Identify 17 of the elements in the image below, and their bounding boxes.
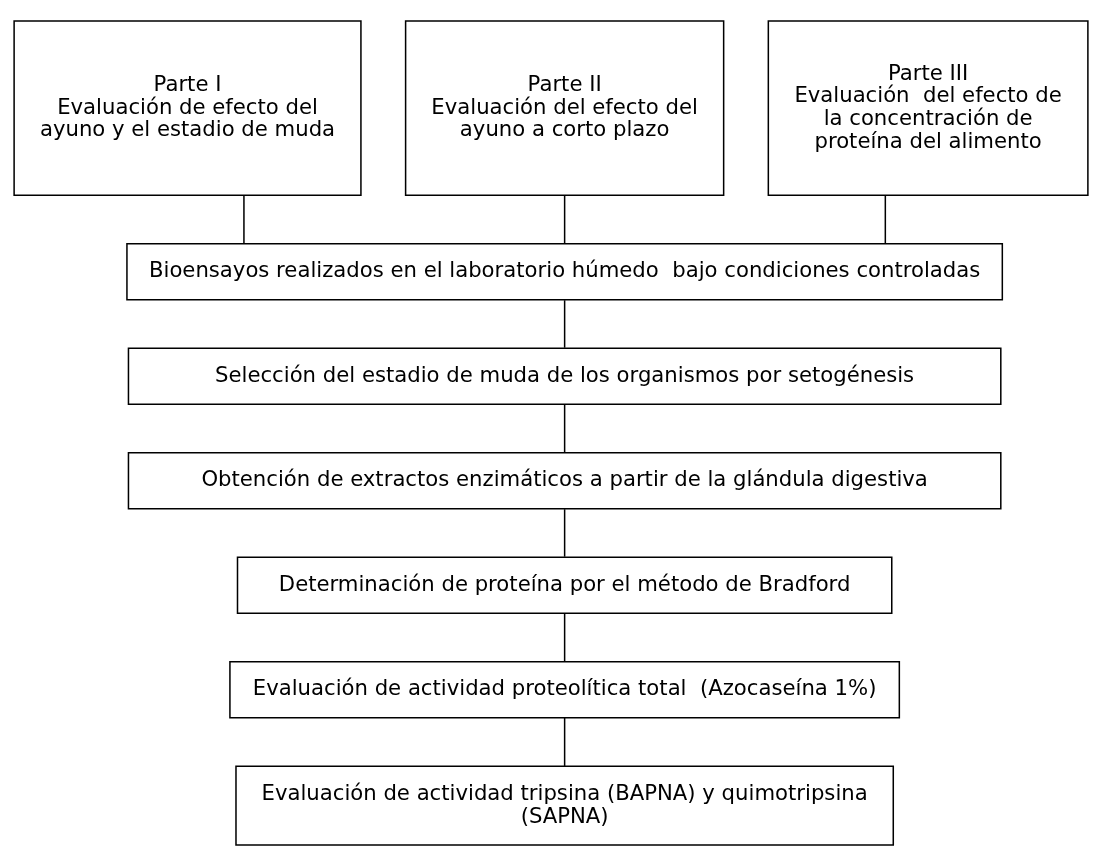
node-box: Determinación de proteína por el método de Bradford	[236, 555, 893, 614]
connector	[563, 403, 566, 453]
connector	[563, 716, 566, 767]
connector	[563, 508, 566, 557]
connector	[243, 194, 245, 244]
node-box: Parte II Evaluación del efecto del ayuno a corto plazo	[404, 19, 725, 196]
node-box: Evaluación de actividad proteolítica total (Azocaseína 1%)	[229, 660, 901, 718]
node-box: Obtención de extractos enzimáticos a partir de la glándula digestiva	[127, 451, 1002, 509]
node-box: Evaluación de actividad tripsina (BAPNA) y quimotripsina (SAPNA)	[235, 764, 895, 846]
connector	[563, 612, 566, 662]
node-box: Parte III Evaluación del efecto de la concentración de proteína del alimento	[767, 19, 1089, 196]
connector	[563, 299, 566, 348]
connector	[563, 194, 566, 244]
node-box: Bioensayos realizados en el laboratorio húmedo bajo condiciones controladas	[126, 242, 1004, 300]
node-box: Selección del estadio de muda de los organismos por setogénesis	[127, 346, 1002, 405]
connector	[884, 194, 887, 244]
node-box: Parte I Evaluación de efecto del ayuno y el estadio de muda	[13, 19, 362, 196]
